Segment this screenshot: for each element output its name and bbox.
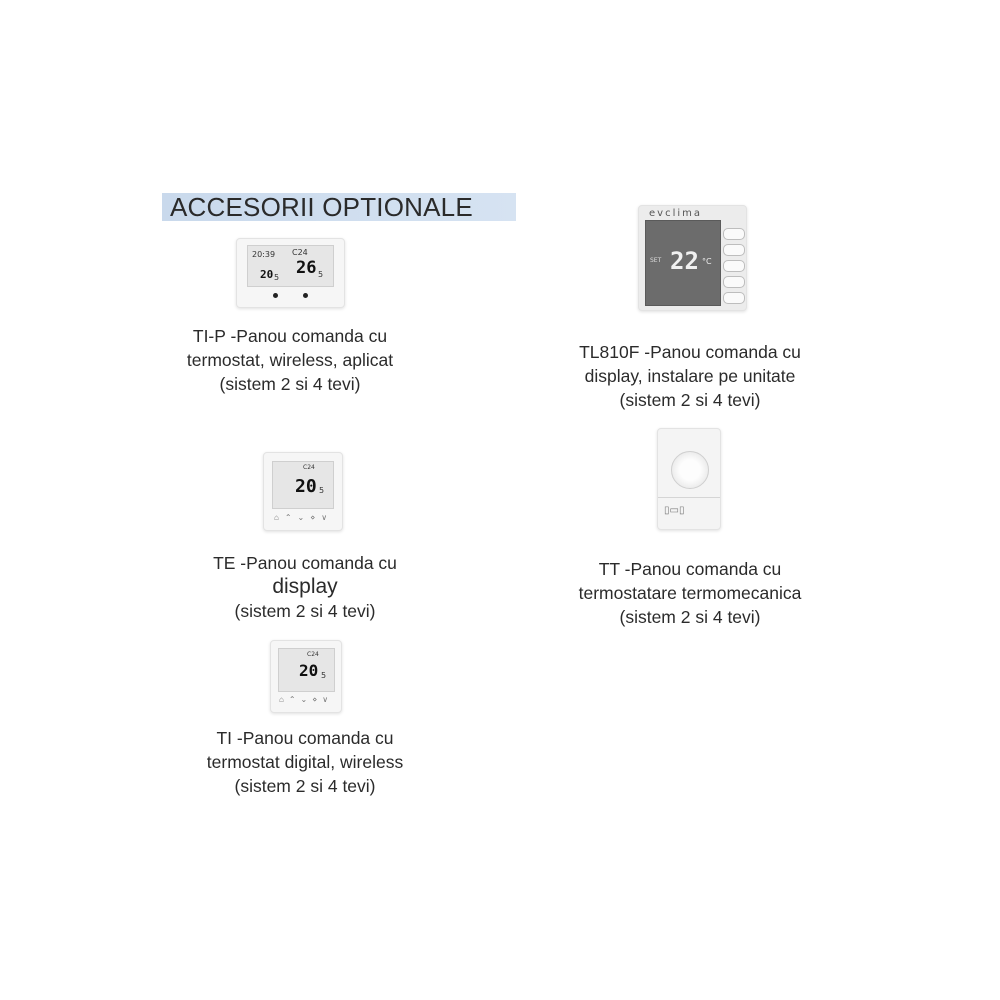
tip-mode: C24	[292, 248, 308, 257]
tip-lcd: 20:39 C24 26 5 20 5	[247, 245, 334, 287]
ti-temp: 20	[299, 661, 319, 680]
tl810f-caption-line: (sistem 2 si 4 tevi)	[619, 390, 761, 410]
tl810f-lcd: SET 22 °C	[645, 220, 721, 306]
tl810f-button	[723, 292, 745, 304]
tl810f-temp: 22	[670, 247, 699, 275]
tt-dial	[671, 451, 709, 489]
tl810f-panel-image: evclima SET 22 °C	[638, 205, 747, 311]
tl810f-button	[723, 244, 745, 256]
tip-caption-line: (sistem 2 si 4 tevi)	[219, 374, 361, 394]
tl810f-caption: TL810F -Panou comanda cu display, instal…	[530, 340, 850, 412]
te-caption-line: display	[272, 575, 338, 598]
ti-caption: TI -Panou comanda cu termostat digital, …	[145, 726, 465, 798]
tip-set-temp: 26	[296, 258, 317, 278]
tl810f-button	[723, 228, 745, 240]
ti-caption-line: termostat digital, wireless	[206, 752, 404, 772]
te-caption: TE -Panou comanda cu display (sistem 2 s…	[145, 551, 465, 623]
tl810f-button-column	[723, 222, 745, 304]
ti-mode: C24	[307, 651, 319, 658]
ti-temp-dec: 5	[321, 671, 327, 680]
ti-panel-image: C24 20 5 ⌂⌃⌄⋄∨	[270, 640, 342, 713]
ti-caption-line: (sistem 2 si 4 tevi)	[234, 776, 376, 796]
tip-room-temp: 20	[260, 268, 274, 281]
tl810f-caption-line: display, instalare pe unitate	[584, 366, 796, 386]
te-key-row: ⌂⌃⌄⋄∨	[274, 513, 334, 522]
te-mode: C24	[303, 464, 315, 471]
tl810f-button	[723, 260, 745, 272]
tip-caption-line: TI-P -Panou comanda cu	[192, 326, 388, 346]
tl810f-brand: evclima	[649, 208, 702, 219]
tt-panel-image: ▯▭▯	[657, 428, 721, 530]
tt-switch-icons: ▯▭▯	[664, 505, 685, 516]
te-panel-image: C24 20 5 ⌂⌃⌄⋄∨	[263, 452, 343, 531]
ti-key-row: ⌂⌃⌄⋄∨	[279, 695, 334, 704]
tip-set-dec: 5	[318, 270, 324, 279]
tip-caption: TI-P -Panou comanda cu termostat, wirele…	[130, 324, 450, 396]
te-temp: 20	[295, 476, 317, 497]
section-heading: ACCESORII OPTIONALE	[162, 193, 516, 221]
tip-caption-line: termostat, wireless, aplicat	[186, 350, 394, 370]
tip-button-left	[273, 293, 278, 298]
te-caption-line: (sistem 2 si 4 tevi)	[234, 601, 376, 621]
tt-caption: TT -Panou comanda cu termostatare termom…	[530, 557, 850, 629]
te-lcd: C24 20 5	[272, 461, 334, 509]
tl810f-button	[723, 276, 745, 288]
tt-caption-line: termostatare termomecanica	[578, 583, 802, 603]
tip-panel-image: 20:39 C24 26 5 20 5	[236, 238, 345, 308]
tt-caption-line: (sistem 2 si 4 tevi)	[619, 607, 761, 627]
ti-lcd: C24 20 5	[278, 648, 335, 692]
tip-room-dec: 5	[274, 273, 280, 282]
tl810f-unit: °C	[702, 257, 712, 266]
tt-divider	[658, 497, 720, 498]
te-temp-dec: 5	[319, 486, 325, 495]
ti-caption-line: TI -Panou comanda cu	[216, 728, 394, 748]
tl810f-label: SET	[650, 257, 662, 264]
tt-caption-line: TT -Panou comanda cu	[598, 559, 782, 579]
tip-button-right	[303, 293, 308, 298]
tip-time: 20:39	[252, 250, 276, 259]
tl810f-caption-line: TL810F -Panou comanda cu	[579, 342, 801, 362]
te-caption-line: TE -Panou comanda cu	[213, 553, 397, 573]
